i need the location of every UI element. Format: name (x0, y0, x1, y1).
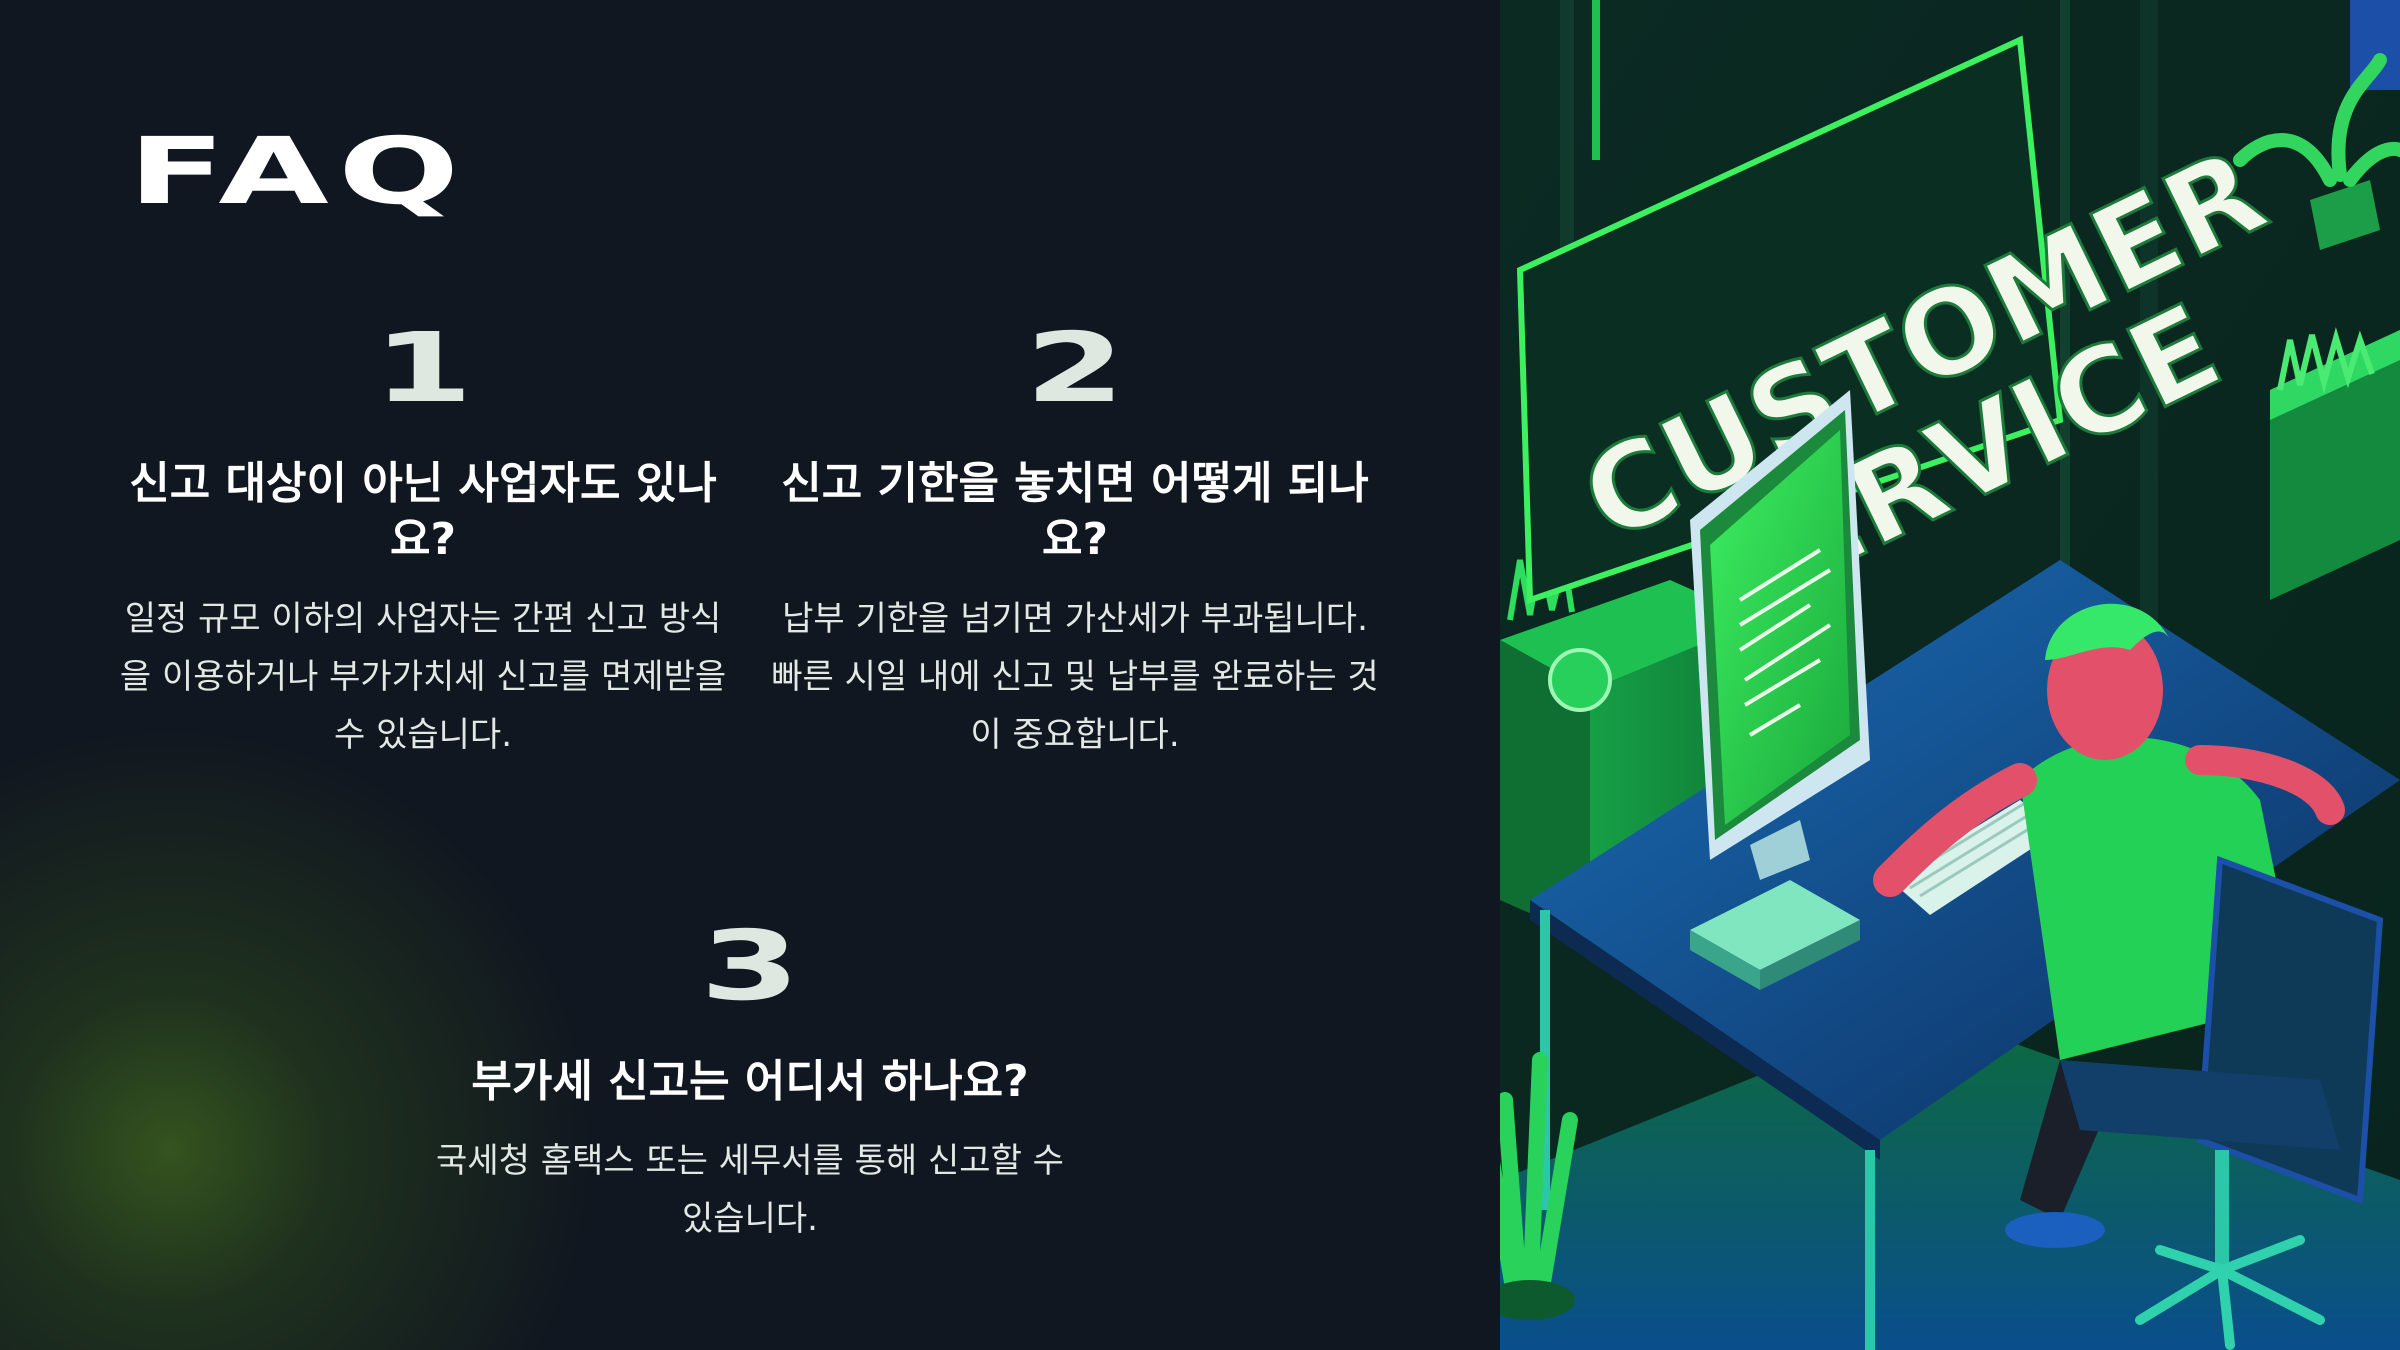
pillar (2060, 0, 2070, 640)
faq-panel: FAQ 1 신고 대상이 아닌 사업자도 있나요? 일정 규모 이하의 사업자는… (0, 0, 1500, 1350)
faq-number: 3 (699, 910, 801, 1022)
pillar-light (1592, 0, 1600, 160)
page-title: FAQ (128, 118, 469, 225)
desk-leg (1865, 1150, 1875, 1350)
shelf-grass (2277, 327, 2375, 394)
chair-base (2135, 1235, 2325, 1350)
person-arm (1873, 763, 2037, 897)
plant-leaves (2233, 53, 2400, 187)
person-shoe (2005, 1212, 2105, 1248)
neon-sign-frame (1516, 35, 2064, 605)
faq-question: 신고 기한을 놓치면 어떻게 되나요? (781, 458, 1369, 565)
faq-number: 2 (1024, 312, 1126, 424)
person-arm (2185, 745, 2345, 825)
faq-question: 부가세 신고는 어디서 하나요? (471, 1056, 1029, 1107)
faq-question: 신고 대상이 아닌 사업자도 있나요? (129, 458, 717, 565)
floor-plant-pot (1500, 1280, 1575, 1320)
faq-answer: 납부 기한을 넘기면 가산세가 부과됩니다. 빠른 시일 내에 신고 및 납부를… (771, 599, 1379, 755)
pillar (2140, 0, 2158, 720)
faq-item: 1 신고 대상이 아닌 사업자도 있나요? 일정 규모 이하의 사업자는 간편 … (118, 320, 728, 764)
paper-stack (1690, 880, 1860, 970)
cabinet-front (1500, 640, 1590, 940)
monitor-stand (1750, 820, 1810, 880)
keyboard (1890, 800, 2060, 915)
plant-pot (2310, 180, 2380, 250)
paper-stack-side (1690, 930, 1760, 990)
person-hair (2045, 603, 2170, 660)
chair-back (2196, 855, 2384, 1205)
chair-post (2215, 1150, 2229, 1270)
illustration-svg: CUSTOMER SERVICE (1500, 0, 2400, 1350)
faq-item: 2 신고 기한을 놓치면 어떻게 되나요? 납부 기한을 넘기면 가산세가 부과… (770, 320, 1380, 764)
floor (1500, 1010, 2400, 1350)
customer-service-illustration: CUSTOMER SERVICE (1500, 0, 2400, 1350)
faq-item: 3 부가세 신고는 어디서 하나요? 국세청 홈택스 또는 세무서를 통해 신고… (430, 918, 1070, 1248)
person-head (2047, 620, 2163, 760)
monitor-screen (1710, 430, 1850, 825)
faq-answer: 일정 규모 이하의 사업자는 간편 신고 방식을 이용하거나 부가가치세 신고를… (119, 599, 727, 755)
faq-number: 1 (372, 312, 474, 424)
screen-text-lines (1738, 548, 1832, 737)
faq-answer: 국세청 홈택스 또는 세무서를 통해 신고할 수 있습니다. (436, 1141, 1064, 1239)
cabinet-bowl (1548, 648, 1612, 712)
desk-edge (1530, 900, 1880, 1160)
floor-plant (1500, 1052, 1578, 1308)
paper-stack-side (1760, 920, 1860, 990)
chair-seat (2060, 1060, 2340, 1150)
